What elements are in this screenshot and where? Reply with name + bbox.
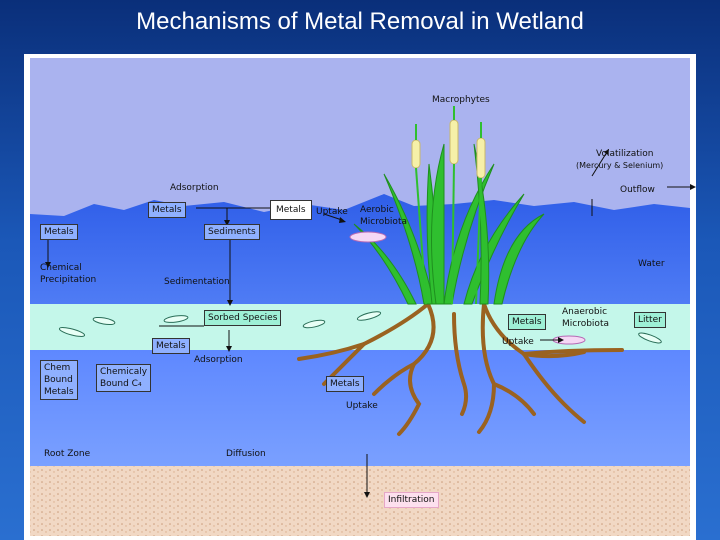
metals-mid-box: Metals — [152, 338, 190, 354]
metals-right-box: Metals — [508, 314, 546, 330]
soil-layer — [30, 466, 690, 536]
root-system — [297, 302, 624, 436]
cattail-heads — [411, 119, 486, 179]
chem-bound-metals-box: Chem Bound Metals — [40, 360, 78, 400]
sorbed-species-box: Sorbed Species — [204, 310, 282, 326]
cattail-stems — [415, 106, 482, 305]
uptake-root-label: Uptake — [346, 401, 378, 411]
macrophytes-label: Macrophytes — [432, 95, 490, 105]
macrophyte-leaves — [353, 143, 545, 305]
wetland-illustration — [30, 58, 696, 536]
adsorption-top-label: Adsorption — [170, 183, 219, 193]
chemical-precipitation-label: Chemical Precipitation — [40, 263, 97, 285]
slide-title: Mechanisms of Metal Removal in Wetland — [136, 8, 584, 35]
aerobic-microbiota-label: Aerobic Microbiota — [360, 205, 407, 227]
root-zone-label: Root Zone — [44, 449, 91, 459]
volatilization-note: (Mercury & Selenium) — [576, 161, 664, 170]
uptake-right-label: Uptake — [502, 337, 534, 347]
chemically-bound-box: Chemicaly Bound C₄ — [96, 364, 152, 392]
metals-top-box: Metals — [148, 202, 186, 218]
volatilization-label: Volatilization — [596, 149, 654, 159]
sediment-particles — [58, 311, 662, 344]
water-label: Water — [638, 259, 665, 269]
metals-uptake-box: Metals — [270, 200, 312, 220]
adsorption-mid-label: Adsorption — [194, 355, 243, 365]
sedimentation-label: Sedimentation — [164, 277, 230, 287]
sky-area — [30, 58, 690, 218]
diffusion-label: Diffusion — [226, 449, 266, 459]
uptake-top-label: Uptake — [316, 207, 348, 217]
anaerobic-microbiota-label: Anaerobic Microbiota — [562, 307, 609, 329]
arrow-heads — [45, 149, 696, 498]
wetland-diagram: Macrophytes Volatilization (Mercury & Se… — [24, 54, 696, 540]
infiltration-box: Infiltration — [384, 492, 439, 508]
process-arrows — [47, 151, 692, 494]
outflow-label: Outflow — [620, 185, 655, 195]
sediments-box: Sediments — [204, 224, 260, 240]
aerobic-microbiota-blob — [349, 231, 387, 243]
litter-box: Litter — [634, 312, 666, 328]
metals-left-box: Metals — [40, 224, 78, 240]
metals-root-box: Metals — [326, 376, 364, 392]
water-layer — [30, 194, 690, 304]
